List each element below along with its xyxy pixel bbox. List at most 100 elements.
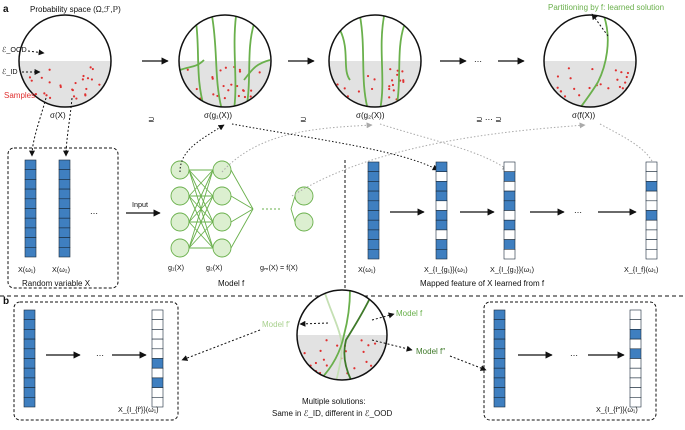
subset-symbol-1: ⊇ bbox=[300, 115, 307, 124]
vector-cell bbox=[645, 219, 658, 231]
mapped-vector-g1 bbox=[435, 161, 448, 260]
sample-dot bbox=[556, 75, 560, 78]
probability-space-circle-2 bbox=[178, 14, 272, 108]
mapped-label-2: X_{I_{g₂}}(ω₁) bbox=[490, 265, 534, 274]
b-left-input-vector bbox=[23, 309, 36, 408]
sample-dot bbox=[195, 87, 198, 91]
random-variable-box bbox=[7, 147, 119, 289]
sample-dot bbox=[238, 68, 242, 71]
vector-cell bbox=[58, 198, 71, 209]
vector-cell bbox=[503, 171, 516, 182]
sample-dot bbox=[409, 95, 412, 98]
mapped-title: Mapped feature of X learned from f bbox=[420, 279, 545, 288]
sample-dot bbox=[30, 79, 33, 82]
sample-dot bbox=[365, 360, 368, 363]
b-right-label: X_{I_{f″}}(ω₁) bbox=[596, 405, 638, 414]
sample-dot bbox=[98, 83, 101, 86]
vector-cell bbox=[503, 219, 516, 231]
network-node bbox=[170, 238, 190, 258]
vector-cell bbox=[151, 329, 164, 340]
vector-cell bbox=[503, 190, 516, 202]
vector-cell bbox=[23, 348, 36, 359]
sample-dot bbox=[81, 78, 84, 81]
network-edge bbox=[230, 195, 254, 210]
b-left-ellipsis: ⋯ bbox=[96, 351, 104, 360]
sample-dot bbox=[396, 69, 399, 72]
sample-dot bbox=[599, 83, 602, 86]
sample-dot bbox=[373, 78, 376, 81]
omega-label-0: X(ω₁) bbox=[18, 265, 36, 274]
vector-cell bbox=[493, 367, 506, 379]
b-right-output-vector bbox=[629, 309, 642, 408]
vector-cell bbox=[151, 387, 164, 398]
subset-symbol-2: ⊇ ⋯ ⊇ bbox=[476, 115, 502, 124]
solutions-circle bbox=[296, 289, 388, 381]
vector-cell bbox=[58, 159, 71, 170]
vector-cell bbox=[23, 387, 36, 398]
vector-cell bbox=[435, 181, 448, 192]
network-edge bbox=[188, 169, 214, 223]
sample-dot bbox=[322, 358, 325, 361]
vector-cell bbox=[58, 179, 71, 190]
vector-cell bbox=[24, 237, 37, 248]
vector-cell bbox=[367, 219, 380, 231]
vector-cell bbox=[503, 210, 516, 221]
vector-cell bbox=[435, 249, 448, 260]
e-id-label: ℰ_ID bbox=[2, 67, 18, 76]
model-network bbox=[170, 160, 314, 258]
sample-dot bbox=[40, 76, 43, 79]
vector-x-omega1 bbox=[24, 159, 37, 258]
network-node bbox=[212, 212, 232, 232]
mapped-vector-f bbox=[645, 161, 658, 260]
sample-dot bbox=[48, 96, 52, 100]
vector-cell bbox=[151, 348, 164, 359]
sample-dot bbox=[238, 70, 242, 73]
sample-dot bbox=[89, 66, 92, 69]
vector-cell bbox=[629, 358, 642, 369]
sample-dot bbox=[362, 350, 365, 354]
partition-note: Partitioning by f: learned solution bbox=[548, 3, 664, 12]
vector-cell bbox=[23, 329, 36, 340]
network-edge bbox=[188, 221, 214, 249]
mapped-ellipsis: ⋯ bbox=[574, 208, 582, 217]
sample-dot bbox=[303, 352, 306, 355]
vector-cell bbox=[23, 377, 36, 388]
vector-cell bbox=[435, 190, 448, 202]
sample-dot bbox=[211, 76, 214, 79]
vector-cell bbox=[493, 329, 506, 340]
vector-cell bbox=[23, 319, 36, 330]
vector-cell bbox=[24, 247, 37, 258]
sample-dot bbox=[59, 84, 62, 87]
sample-dot bbox=[219, 69, 222, 72]
sample-dot bbox=[85, 87, 88, 91]
vector-cell bbox=[435, 239, 448, 250]
sample-dot bbox=[257, 99, 260, 103]
vector-cell bbox=[367, 249, 380, 260]
vector-cell bbox=[24, 169, 37, 180]
network-node bbox=[294, 212, 314, 232]
vector-cell bbox=[367, 229, 380, 240]
sample-dot bbox=[616, 78, 619, 81]
vector-cell bbox=[435, 229, 448, 240]
vector-cell bbox=[23, 396, 36, 408]
right-solution-box bbox=[483, 301, 657, 421]
sample-dot bbox=[620, 71, 623, 74]
sample-dot bbox=[392, 89, 395, 92]
sample-dot bbox=[607, 87, 610, 90]
sample-dot bbox=[222, 84, 225, 88]
sample-dot bbox=[48, 68, 51, 71]
sample-dot bbox=[242, 89, 245, 92]
vector-cell bbox=[367, 181, 380, 192]
vector-cell bbox=[24, 198, 37, 209]
input-label: Input bbox=[132, 200, 148, 209]
b-right-input-vector bbox=[493, 309, 506, 408]
sigma-label-2: σ(g₂(X)) bbox=[356, 111, 385, 120]
vector-cell bbox=[435, 200, 448, 211]
sigma-label-0: σ(X) bbox=[50, 111, 66, 120]
sample-dot bbox=[588, 86, 591, 90]
vector-cell bbox=[151, 338, 164, 350]
e-ood-label: ℰ_OOD bbox=[2, 45, 27, 54]
network-node bbox=[170, 212, 190, 232]
vector-cell bbox=[151, 309, 164, 320]
mapped-vector-g2 bbox=[503, 161, 516, 260]
